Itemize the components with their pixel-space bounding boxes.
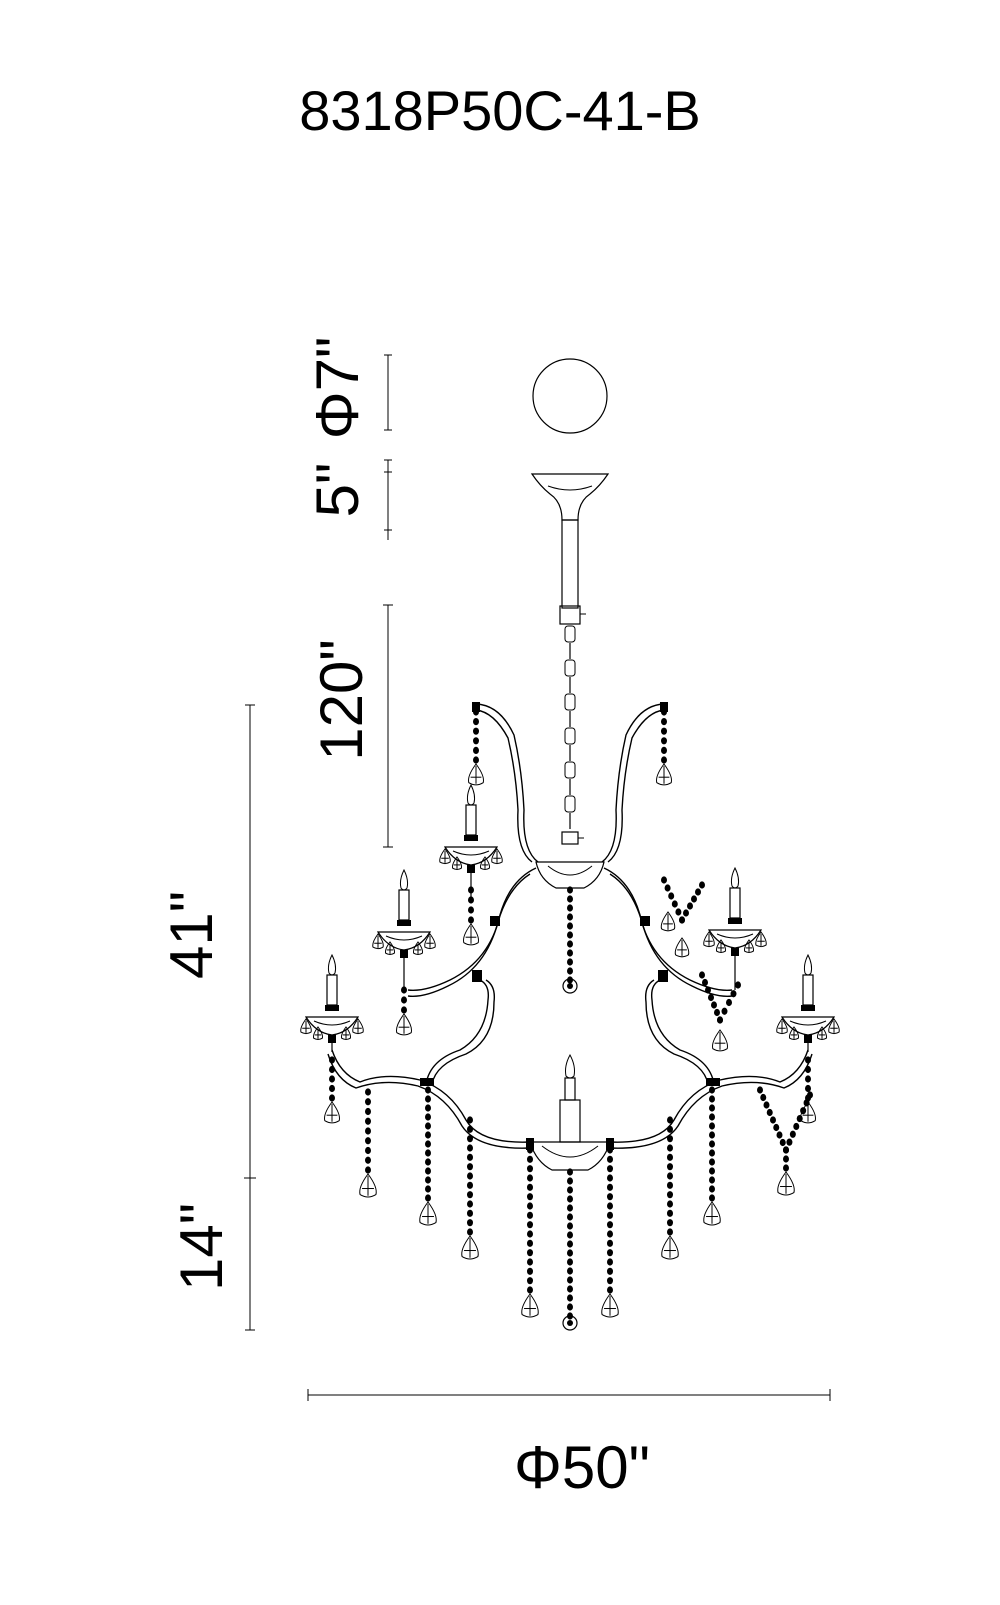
lower-tier xyxy=(327,916,813,1171)
overall-diameter-label: Φ50" xyxy=(514,1434,650,1501)
model-number-title: 8318P50C-41-B xyxy=(299,79,701,142)
crystal-strands xyxy=(324,708,816,1331)
candle-arms xyxy=(300,783,840,1101)
dimension-lines xyxy=(244,354,831,1401)
canopy-diameter-label: Φ7" xyxy=(304,337,371,440)
chain-length-label: 120" xyxy=(308,639,375,760)
body-height-label: 41" xyxy=(158,891,225,979)
upper-tier xyxy=(407,702,733,997)
lower-drop-label: 14" xyxy=(168,1203,235,1291)
canopy-height-label: 5" xyxy=(304,463,371,518)
canopy-and-chain xyxy=(530,473,610,845)
canopy-top-view xyxy=(532,358,608,434)
